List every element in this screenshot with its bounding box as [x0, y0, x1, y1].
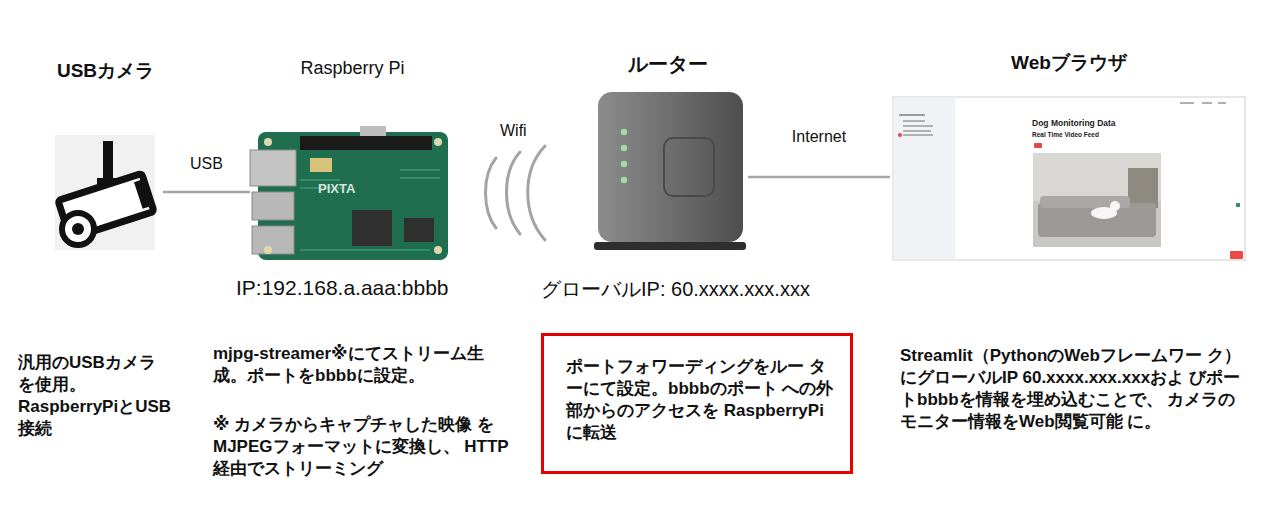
raspberry-pi-board [360, 126, 386, 136]
browser-screenshot [894, 98, 956, 260]
edge-label: USB [187, 154, 226, 175]
router-icon [594, 242, 746, 250]
raspberry-pi-board [300, 136, 432, 150]
footnote: ※ カメラからキャプチャした映像 をMJPEGフォーマットに変換し、 HTTP経… [213, 414, 513, 480]
camera-icon [55, 135, 155, 250]
router-node: ルーター [588, 45, 748, 255]
router-icon [621, 161, 627, 167]
browser-screenshot [903, 125, 933, 127]
raspberry-pi-board [264, 138, 272, 146]
raspberry-pi-board [250, 150, 296, 186]
browser-screenshot [1202, 102, 1212, 104]
raspberry-pi-board [264, 246, 272, 254]
description: mjpg-streamer※にてストリーム生 成。ポートをbbbbに設定。 [213, 343, 501, 387]
browser-screenshot [1180, 102, 1194, 104]
browser-node: Webブラウザ [890, 45, 1248, 263]
wifi-waves [486, 146, 546, 240]
browser-screenshot [1038, 203, 1156, 237]
wifi-waves [528, 146, 545, 240]
screen-title: Dog Monitoring Data [1032, 118, 1116, 129]
camera-icon [55, 135, 155, 250]
description: 汎用のUSBカメラ を使用。 RaspberryPiとUSB 接続 [18, 352, 175, 440]
browser-screenshot [1034, 143, 1042, 148]
router-icon [598, 92, 743, 242]
browser-screenshot [903, 134, 933, 136]
camera-icon [58, 173, 154, 238]
browser-screenshot [898, 133, 902, 137]
description: Streamlit（PythonのWebフレームワー ク）にグローバルIP 60… [900, 345, 1245, 433]
node-heading: Raspberry Pi [300, 57, 404, 80]
camera-icon [62, 213, 94, 245]
camera-icon [72, 223, 84, 235]
browser-screenshot [899, 114, 925, 116]
global-ip: グローバルIP: 60.xxxx.xxx.xxx [541, 276, 810, 302]
wifi-waves [507, 152, 521, 234]
node-heading: USBカメラ [57, 59, 154, 84]
browser-screenshot [1033, 153, 1161, 247]
camera-node: USBカメラ [48, 55, 163, 255]
browser-screenshot [1230, 251, 1243, 259]
raspberry-pi-board [434, 246, 442, 254]
screen-subtitle: Real Time Video Feed [1032, 131, 1099, 139]
watermark: PIXTA [318, 181, 355, 198]
browser-screenshot [893, 97, 1245, 260]
router-icon [621, 129, 627, 135]
browser-screenshot [903, 120, 925, 122]
raspberry-pi-board [250, 126, 448, 260]
note-text: ポートフォワーディングをルー ターにて設定。bbbbのポート への外部からのアク… [566, 356, 834, 444]
node-heading: ルーター [628, 51, 708, 77]
router-icon [664, 138, 714, 196]
router-icon [594, 92, 746, 250]
browser-screenshot [893, 97, 1245, 260]
browser-screenshot [1110, 201, 1120, 211]
ip-address: IP:192.168.a.aaa:bbbb [236, 274, 449, 301]
node-heading: Webブラウザ [1011, 51, 1127, 76]
browser-screenshot [1218, 102, 1226, 104]
raspberry-pi-board [310, 158, 332, 172]
router-icon [621, 177, 627, 183]
raspberry-pi-board [252, 226, 294, 254]
raspberry-pi-board [300, 170, 440, 250]
edge-label: Internet [789, 127, 849, 148]
raspberry-pi-board [352, 210, 392, 246]
wifi-waves [486, 158, 497, 228]
raspberry-pi-node: Raspberry Pi [250, 52, 455, 264]
link-label: Wifi [500, 121, 527, 142]
internet-link [748, 176, 890, 179]
browser-screenshot [1128, 168, 1158, 208]
camera-icon [134, 179, 152, 209]
note-box: ポートフォワーディングをルー ターにて設定。bbbbのポート への外部からのアク… [541, 333, 853, 474]
raspberry-pi-board [434, 138, 442, 146]
browser-screenshot [1236, 203, 1240, 207]
raspberry-pi-board [252, 192, 294, 220]
camera-icon [58, 173, 154, 238]
router-icon [621, 145, 627, 151]
browser-screenshot [903, 130, 931, 132]
raspberry-pi-board [404, 218, 434, 242]
usb-cable [163, 191, 250, 194]
